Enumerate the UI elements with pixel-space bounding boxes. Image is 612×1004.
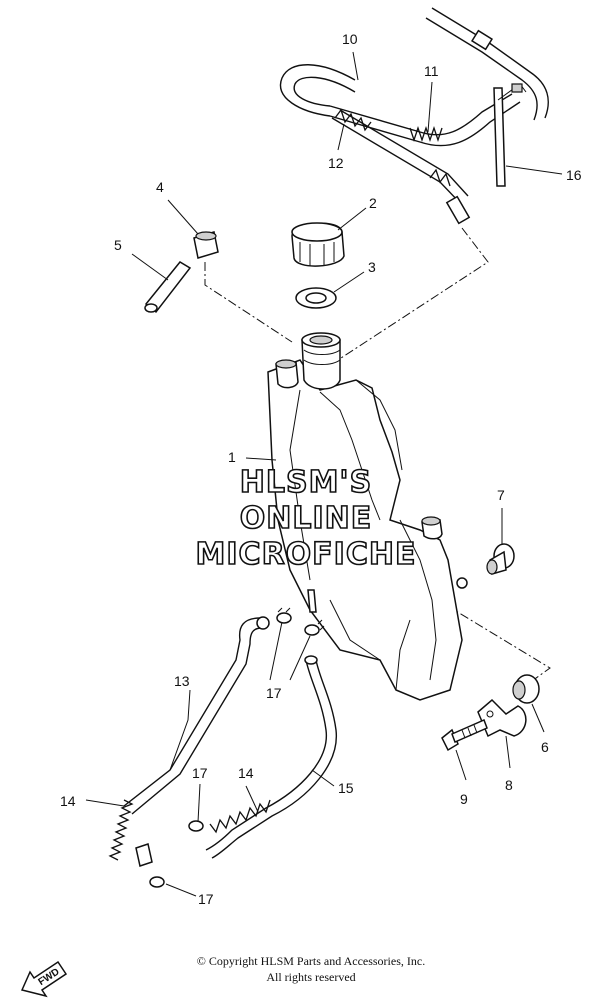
copyright-line: © Copyright HLSM Parts and Accessories, … bbox=[196, 954, 426, 968]
watermark-line-2: ONLINE bbox=[240, 501, 373, 536]
callout-16: 16 bbox=[566, 167, 582, 183]
callout-8: 8 bbox=[505, 777, 513, 793]
gasket bbox=[295, 287, 337, 309]
short-hose bbox=[144, 261, 192, 314]
filler-cap bbox=[291, 222, 345, 267]
callout-7: 7 bbox=[497, 487, 505, 503]
callout-17-bottom: 17 bbox=[198, 891, 214, 907]
callout-14-right: 14 bbox=[238, 765, 254, 781]
leader-lines bbox=[85, 51, 563, 897]
callout-10: 10 bbox=[342, 31, 358, 47]
reservoir-tank bbox=[267, 332, 468, 701]
callout-5: 5 bbox=[114, 237, 122, 253]
watermark: HLSM'S ONLINE MICROFICHE bbox=[195, 464, 417, 573]
hose-left bbox=[108, 616, 270, 867]
damper bbox=[512, 674, 540, 704]
callout-9: 9 bbox=[460, 791, 468, 807]
bolt bbox=[441, 718, 488, 752]
callout-labels: 1 2 3 4 5 6 7 8 9 10 11 12 13 14 14 15 1… bbox=[60, 31, 582, 907]
callout-11: 11 bbox=[424, 63, 439, 79]
callout-14-left: 14 bbox=[60, 793, 76, 809]
callout-2: 2 bbox=[369, 195, 377, 211]
callout-17-middle: 17 bbox=[192, 765, 208, 781]
callout-4: 4 bbox=[156, 179, 164, 195]
grommet-upper bbox=[486, 543, 515, 575]
callout-3: 3 bbox=[368, 259, 376, 275]
hose-right bbox=[205, 655, 337, 859]
rights-line: All rights reserved bbox=[266, 970, 356, 984]
callout-13: 13 bbox=[174, 673, 190, 689]
callout-12: 12 bbox=[328, 155, 344, 171]
breather-hose-assembly bbox=[279, 7, 549, 225]
watermark-line-1: HLSM'S bbox=[240, 465, 372, 500]
tank-cap bbox=[193, 231, 219, 259]
clamp-bracket bbox=[477, 698, 527, 738]
watermark-line-3: MICROFICHE bbox=[196, 537, 417, 572]
callout-1: 1 bbox=[228, 449, 236, 465]
callout-6: 6 bbox=[541, 739, 549, 755]
callout-17-top: 17 bbox=[266, 685, 282, 701]
callout-15: 15 bbox=[338, 780, 354, 796]
hose-clamps bbox=[149, 607, 325, 888]
